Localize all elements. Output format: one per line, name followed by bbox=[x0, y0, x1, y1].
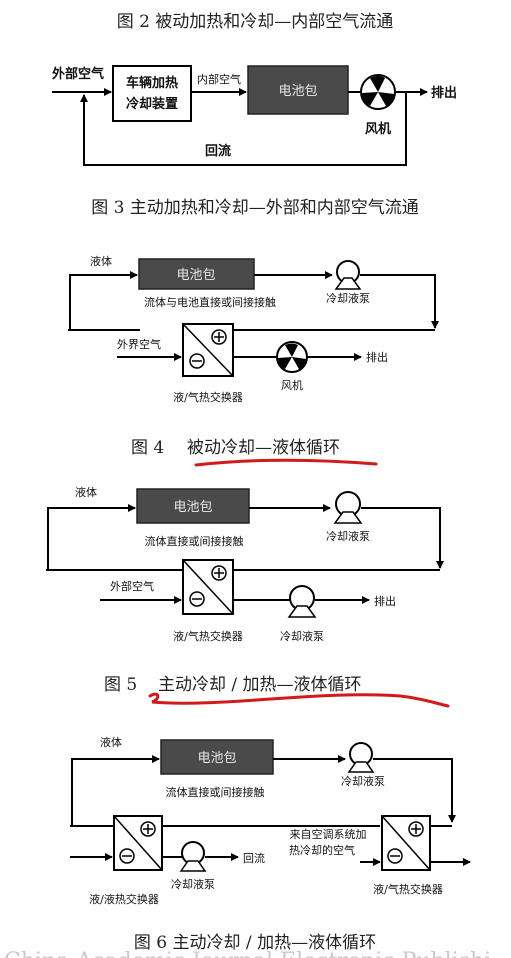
outside-air-label: 外部空气 bbox=[51, 66, 104, 82]
fan-icon bbox=[360, 74, 396, 110]
ac-air-label-line1: 来自空调系统加 bbox=[290, 827, 367, 841]
battery-pack-label: 电池包 bbox=[197, 751, 236, 766]
plus-icon bbox=[140, 821, 156, 837]
coolant-pump-icon bbox=[347, 742, 375, 773]
minus-icon bbox=[189, 353, 205, 369]
liquid-label: 液体 bbox=[90, 254, 112, 268]
exchanger-label: 液/气热交换器 bbox=[173, 390, 243, 404]
figure-5: 图 5 主动冷却 / 加热—液体循环 液体 电池包 冷却液泵 流体直接或间接接触 bbox=[70, 675, 471, 906]
battery-pack-label: 电池包 bbox=[173, 500, 212, 515]
fan-label: 风机 bbox=[365, 121, 391, 137]
figure-5-caption-text: 主动冷却 / 加热—液体循环 bbox=[158, 675, 362, 695]
fan-icon bbox=[276, 341, 308, 373]
liquid-gas-heat-exchanger bbox=[182, 559, 234, 615]
contact-label: 流体直接或间接接触 bbox=[166, 785, 265, 799]
minus-icon bbox=[387, 848, 403, 864]
red-underline-annotation bbox=[148, 692, 450, 708]
figure-2: 图 2 被动加热和冷却—内部空气流通 外部空气 车辆加热 冷却装置 内部空气 电… bbox=[51, 12, 457, 166]
exchanger-label: 液/气热交换器 bbox=[173, 629, 243, 643]
outside-air-label: 外界空气 bbox=[117, 337, 161, 351]
exchanger-lg-label: 液/气热交换器 bbox=[373, 882, 443, 896]
figure-5-caption-number: 图 5 bbox=[104, 675, 137, 695]
return-flow-line bbox=[80, 92, 407, 166]
contact-label: 流体与电池直接或间接接触 bbox=[144, 295, 276, 309]
exhaust-label: 排出 bbox=[431, 85, 457, 101]
coolant-pump-2-label: 冷却液泵 bbox=[280, 629, 324, 643]
coolant-pump-icon bbox=[287, 585, 317, 618]
liquid-label: 液体 bbox=[75, 485, 97, 499]
coolant-pump-icon bbox=[333, 491, 363, 524]
device-label-line2: 冷却装置 bbox=[126, 96, 178, 112]
coolant-pump-icon bbox=[334, 260, 362, 290]
battery-pack bbox=[247, 65, 349, 115]
coolant-pump-label: 冷却液泵 bbox=[326, 529, 370, 543]
ac-air-label-line2: 热冷却的空气 bbox=[289, 843, 355, 857]
battery-pack-label: 电池包 bbox=[176, 268, 215, 283]
figure-6-caption: 图 6 主动冷却 / 加热—液体循环 bbox=[134, 933, 376, 953]
figure-3-caption: 图 3 主动加热和冷却—外部和内部空气流通 bbox=[91, 198, 419, 218]
battery-pack-label: 电池包 bbox=[278, 84, 317, 99]
liquid-liquid-heat-exchanger bbox=[113, 815, 163, 871]
exhaust-label: 排出 bbox=[366, 350, 388, 364]
outside-air-label: 外部空气 bbox=[110, 579, 154, 593]
battery-pack bbox=[160, 739, 274, 775]
figure-4-caption-number: 图 4 bbox=[131, 438, 164, 458]
return-label: 回流 bbox=[205, 143, 231, 159]
liquid-gas-heat-exchanger bbox=[182, 323, 234, 377]
battery-pack bbox=[138, 258, 255, 290]
exhaust-label: 排出 bbox=[374, 594, 396, 608]
return-label: 回流 bbox=[243, 851, 265, 865]
minus-icon bbox=[189, 591, 205, 607]
red-underline-annotation bbox=[194, 458, 378, 467]
plus-icon bbox=[211, 329, 227, 345]
fan-label: 风机 bbox=[281, 378, 303, 392]
figure-4: 图 4 被动冷却—液体循环 液体 电池包 冷却液泵 流体直接或间接接触 外部空气 bbox=[46, 438, 444, 643]
minus-icon bbox=[119, 848, 135, 864]
watermark: China Academic Journal Electronic Publis… bbox=[4, 949, 491, 958]
figure-2-caption: 图 2 被动加热和冷却—内部空气流通 bbox=[117, 12, 394, 32]
liquid-label: 液体 bbox=[100, 735, 122, 749]
battery-pack bbox=[136, 488, 250, 524]
figure-4-caption-text: 被动冷却—液体循环 bbox=[187, 438, 340, 458]
device-label-line1: 车辆加热 bbox=[126, 75, 178, 91]
vehicle-heating-cooling-device bbox=[112, 65, 192, 122]
liquid-gas-heat-exchanger bbox=[381, 815, 431, 871]
plus-icon bbox=[408, 821, 424, 837]
coolant-pump-2-label: 冷却液泵 bbox=[171, 877, 215, 891]
figure-3: 图 3 主动加热和冷却—外部和内部空气流通 液体 电池包 冷却液泵 流体与电池直… bbox=[68, 198, 439, 404]
coolant-pump-label: 冷却液泵 bbox=[326, 291, 370, 305]
coolant-pump-label: 冷却液泵 bbox=[341, 774, 385, 788]
plus-icon bbox=[211, 565, 227, 581]
inside-air-label: 内部空气 bbox=[197, 72, 241, 86]
contact-label: 流体直接或间接接触 bbox=[145, 534, 244, 548]
coolant-pump-icon bbox=[179, 841, 207, 872]
exchanger-ll-label: 液/液热交换器 bbox=[89, 892, 159, 906]
